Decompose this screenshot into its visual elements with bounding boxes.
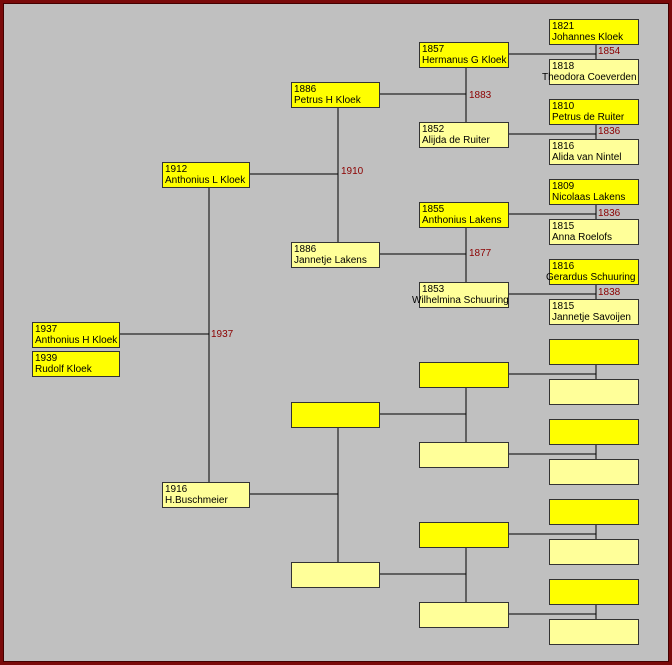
pedigree-chart: 1937 Anthonius H Kloek 1939 Rudolf Kloek… <box>3 3 669 662</box>
person-box-wilhelmina-schuuring[interactable]: 1853 Wilhelmina Schuuring <box>412 282 509 308</box>
person-name: Rudolf Kloek <box>35 364 92 375</box>
marriage-year-label: 1910 <box>341 166 364 177</box>
person-box-mother[interactable]: 1916 H.Buschmeier <box>162 482 250 508</box>
birth-year: 1815 <box>552 221 575 232</box>
person-box-theodora-coeverden[interactable]: 1818 Theodora Coeverden <box>542 59 639 85</box>
marriage-year-label: 1836 <box>598 126 621 137</box>
person-name: Anthonius H Kloek <box>35 335 118 346</box>
person-box-petrus-de-ruiter[interactable]: 1810 Petrus de Ruiter <box>549 99 639 125</box>
person-name: Alijda de Ruiter <box>422 135 490 146</box>
birth-year: 1886 <box>294 244 317 255</box>
person-name: Gerardus Schuuring <box>546 272 636 283</box>
person-box-alida-van-nintel[interactable]: 1816 Alida van Nintel <box>549 139 639 165</box>
person-box-johannes-kloek[interactable]: 1821 Johannes Kloek <box>549 19 639 45</box>
marriage-year-label: 1877 <box>469 248 492 259</box>
person-box-empty[interactable] <box>291 402 380 428</box>
person-box-father[interactable]: 1912 Anthonius L Kloek <box>162 162 250 188</box>
person-box-empty[interactable] <box>549 419 639 445</box>
birth-year: 1916 <box>165 484 188 495</box>
birth-year: 1821 <box>552 21 575 32</box>
birth-year: 1912 <box>165 164 188 175</box>
birth-year: 1815 <box>552 301 575 312</box>
marriage-year-label: 1854 <box>598 46 621 57</box>
birth-year: 1852 <box>422 124 445 135</box>
person-name: Hermanus G Kloek <box>422 55 507 66</box>
marriage-year-label: 1838 <box>598 287 621 298</box>
marriage-year-label: 1883 <box>469 90 492 101</box>
birth-year: 1816 <box>552 141 575 152</box>
person-name: Jannetje Lakens <box>294 255 367 266</box>
birth-year: 1857 <box>422 44 445 55</box>
birth-year: 1818 <box>552 61 575 72</box>
person-box-alijda-de-ruiter[interactable]: 1852 Alijda de Ruiter <box>419 122 509 148</box>
birth-year: 1853 <box>422 284 445 295</box>
person-name: Alida van Nintel <box>552 152 622 163</box>
person-name: Anna Roelofs <box>552 232 613 243</box>
person-name: Nicolaas Lakens <box>552 192 626 203</box>
person-box-nicolaas-lakens[interactable]: 1809 Nicolaas Lakens <box>549 179 639 205</box>
person-box-empty[interactable] <box>549 579 639 605</box>
connector-lines <box>119 42 597 626</box>
person-box-empty[interactable] <box>419 362 509 388</box>
person-name: Anthonius Lakens <box>422 215 502 226</box>
person-box-empty[interactable] <box>291 562 380 588</box>
person-name: Johannes Kloek <box>552 32 624 43</box>
person-box-empty[interactable] <box>419 602 509 628</box>
person-box-anna-roelofs[interactable]: 1815 Anna Roelofs <box>549 219 639 245</box>
birth-year: 1886 <box>294 84 317 95</box>
person-name: Petrus H Kloek <box>294 95 361 106</box>
person-name: Petrus de Ruiter <box>552 112 625 123</box>
marriage-year-label: 1836 <box>598 208 621 219</box>
marriage-year-label: 1937 <box>211 329 234 340</box>
person-box-empty[interactable] <box>549 379 639 405</box>
birth-year: 1816 <box>552 261 575 272</box>
birth-year: 1939 <box>35 353 58 364</box>
person-name: Jannetje Savoijen <box>552 312 631 323</box>
person-box-empty[interactable] <box>549 619 639 645</box>
person-box-hermanus-g-kloek[interactable]: 1857 Hermanus G Kloek <box>419 42 509 68</box>
person-box-anthonius-lakens[interactable]: 1855 Anthonius Lakens <box>419 202 509 228</box>
person-box-gerardus-schuuring[interactable]: 1816 Gerardus Schuuring <box>546 259 639 285</box>
person-box-paternal-grandfather[interactable]: 1886 Petrus H Kloek <box>291 82 380 108</box>
person-box-paternal-grandmother[interactable]: 1886 Jannetje Lakens <box>291 242 380 268</box>
person-box-jannetje-savoijen[interactable]: 1815 Jannetje Savoijen <box>549 299 639 325</box>
person-name: Anthonius L Kloek <box>165 175 246 186</box>
person-box-empty[interactable] <box>419 522 509 548</box>
person-name: H.Buschmeier <box>165 495 228 506</box>
birth-year: 1809 <box>552 181 575 192</box>
person-name: Theodora Coeverden <box>542 72 637 83</box>
birth-year: 1937 <box>35 324 58 335</box>
person-box-empty[interactable] <box>419 442 509 468</box>
birth-year: 1855 <box>422 204 445 215</box>
person-box-empty[interactable] <box>549 459 639 485</box>
person-box-empty[interactable] <box>549 339 639 365</box>
person-box-empty[interactable] <box>549 499 639 525</box>
person-box-rudolf-kloek[interactable]: 1939 Rudolf Kloek <box>32 351 120 377</box>
person-box-empty[interactable] <box>549 539 639 565</box>
birth-year: 1810 <box>552 101 575 112</box>
person-box-anthonius-h-kloek[interactable]: 1937 Anthonius H Kloek <box>32 322 120 348</box>
person-name: Wilhelmina Schuuring <box>412 295 509 306</box>
